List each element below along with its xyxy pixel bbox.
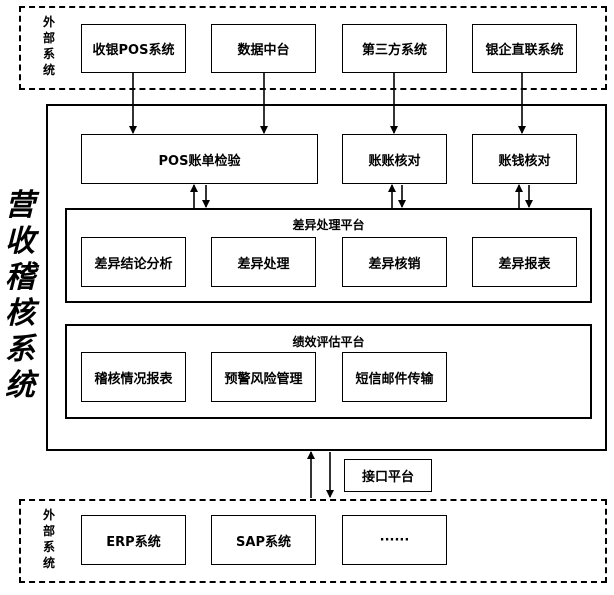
diff-write-off-box: 差异核销 [342,237,447,287]
sms-email-transfer-box: 短信邮件传输 [342,352,447,402]
erp-system-box: ERP系统 [81,515,186,565]
performance-evaluation-platform-title: 绩效评估平台 [292,335,365,349]
interface-platform-box: 接口平台 [344,459,432,492]
account-reconciliation-box: 账账核对 [342,134,447,184]
revenue-audit-system-title: 营收稽核系统 [5,188,35,403]
diff-report-box: 差异报表 [472,237,577,287]
diff-processing-platform-title: 差异处理平台 [292,218,365,232]
pos-bill-check-box: POS账单检验 [81,134,318,184]
more-systems-box: ······ [342,515,447,565]
bank-direct-link-box: 银企直联系统 [472,24,577,73]
risk-warning-management-box: 预警风险管理 [211,352,316,402]
revenue-audit-system-container [46,104,607,451]
account-cash-reconciliation-box: 账钱核对 [472,134,577,184]
pos-cashier-system-box: 收银POS系统 [81,24,186,73]
diff-conclusion-analysis-box: 差异结论分析 [81,237,186,287]
external-systems-top [19,6,607,90]
diff-handling-box: 差异处理 [211,237,316,287]
external-systems-top-label: 外部系统 [42,15,55,77]
data-center-box: 数据中台 [211,24,316,73]
external-systems-bottom [19,499,607,583]
performance-evaluation-platform [65,324,592,419]
audit-status-report-box: 稽核情况报表 [81,352,186,402]
external-systems-bottom-label: 外部系统 [42,508,55,570]
sap-system-box: SAP系统 [211,515,316,565]
diff-processing-platform [65,208,592,303]
third-party-system-box: 第三方系统 [342,24,447,73]
